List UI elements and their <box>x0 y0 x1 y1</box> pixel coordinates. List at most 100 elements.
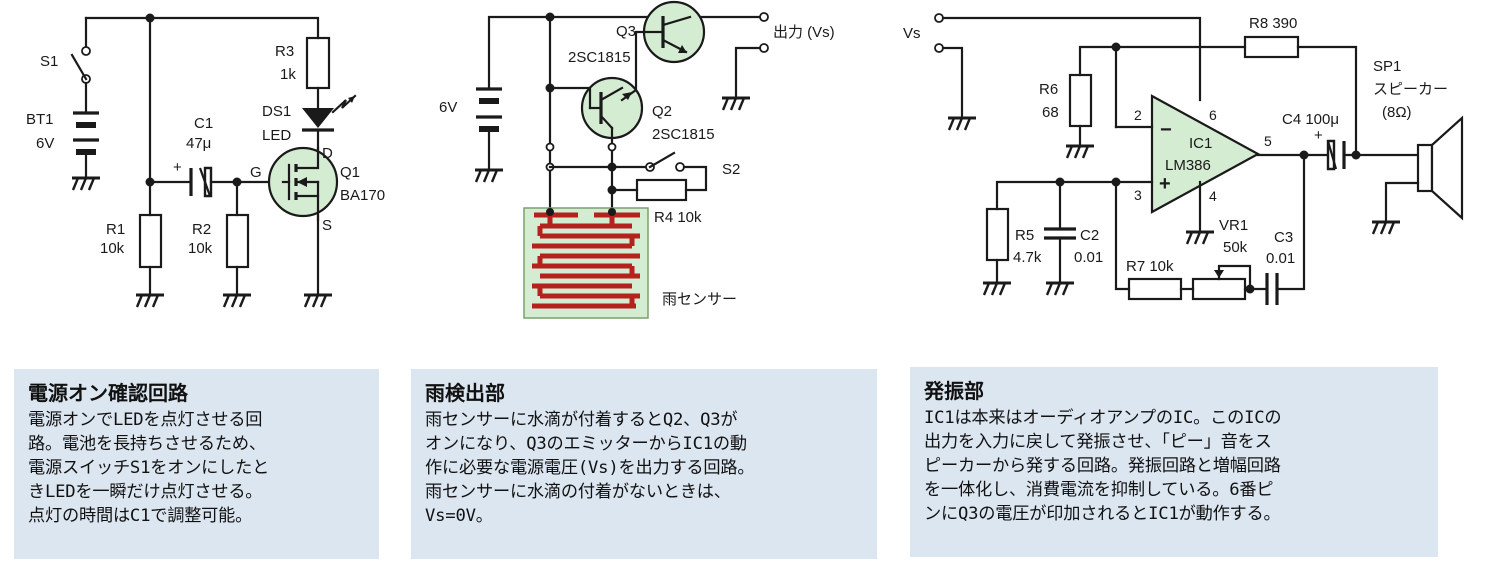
box-line: オンになり、Q3のエミッターからIC1の動 <box>425 434 747 454</box>
potentiometer-vr1 <box>1191 277 1247 301</box>
description-rain-detection: 雨検出部 雨センサーに水滴が付着するとQ2、Q3が オンになり、Q3のエミッター… <box>411 369 877 559</box>
switch-s2 <box>645 151 685 172</box>
box-line: 出力を入力に戻して発振させ、「ピー」音をス <box>924 432 1272 452</box>
label-vs: Vs <box>903 25 921 42</box>
label-6v: 6V <box>439 99 457 116</box>
label-drain: D <box>322 145 333 162</box>
label-noninverting: + <box>1159 173 1171 195</box>
resistor-r1 <box>138 213 163 269</box>
rain-sensor <box>523 207 649 319</box>
speaker-sp1 <box>1416 115 1464 221</box>
resistor-r6 <box>1068 73 1093 128</box>
label-c2: C2 <box>1080 227 1099 244</box>
box-line: ピーカーから発する回路。発振回路と増幅回路 <box>924 456 1281 476</box>
label-r8: R8 390 <box>1249 15 1297 32</box>
box-title: 雨検出部 <box>425 381 505 405</box>
label-led: LED <box>262 127 291 144</box>
capacitor-c4 <box>1326 139 1346 171</box>
resistor-r2 <box>225 213 250 269</box>
switch-s1 <box>70 46 91 84</box>
box-title: 電源オン確認回路 <box>28 381 188 405</box>
pin-5: 5 <box>1264 133 1272 149</box>
label-speaker: スピーカー <box>1373 81 1448 98</box>
label-r6-value: 68 <box>1042 104 1059 121</box>
label-lm386: LM386 <box>1165 157 1211 174</box>
schematic-diagram: S1 BT1 6V C1 47μ + R1 10k R2 10k R3 1k D… <box>26 0 1464 319</box>
label-c4: C4 100μ <box>1282 111 1339 128</box>
pin-4: 4 <box>1209 188 1217 204</box>
label-r1: R1 <box>106 221 125 238</box>
pin-3: 3 <box>1134 187 1142 203</box>
label-q2: Q2 <box>652 103 672 120</box>
label-q1: Q1 <box>340 164 360 181</box>
box-line: ンにQ3の電圧が印加されるとIC1が動作する。 <box>924 504 1281 524</box>
label-bt1-value: 6V <box>36 135 54 152</box>
label-q3: Q3 <box>616 23 636 40</box>
label-r1-value: 10k <box>100 240 125 257</box>
label-c3-value: 0.01 <box>1266 250 1295 267</box>
oscillator-circuit: Vs R8 390 R6 68 SP1 スピーカー (8Ω) 2 6 3 4 5… <box>903 13 1464 305</box>
label-s1: S1 <box>40 53 58 70</box>
label-sp1: SP1 <box>1373 58 1401 75</box>
label-c1-value: 47μ <box>186 135 211 152</box>
label-r5: R5 <box>1015 227 1034 244</box>
label-vr1: VR1 <box>1219 217 1248 234</box>
led-ds1 <box>302 94 357 132</box>
label-c4-plus: + <box>1314 127 1323 144</box>
label-source: S <box>322 217 332 234</box>
rain-detection-circuit: Q3 2SC1815 Q2 2SC1815 出力 (Vs) 6V S2 R4 1… <box>439 0 835 319</box>
label-r6: R6 <box>1039 81 1058 98</box>
label-inverting: − <box>1160 119 1172 141</box>
battery-bt1 <box>73 111 99 155</box>
label-ic1: IC1 <box>1189 135 1212 152</box>
label-rain-sensor: 雨センサー <box>662 291 737 308</box>
resistor-r4 <box>635 178 688 202</box>
box-line: 点灯の時間はC1で調整可能。 <box>28 506 253 526</box>
label-speaker-impedance: (8Ω) <box>1382 104 1412 121</box>
box-line: Vs=0V。 <box>425 506 493 526</box>
box-line: IC1は本来はオーディオアンプのIC。このICの <box>924 408 1282 428</box>
label-s2: S2 <box>722 161 740 178</box>
label-ds1: DS1 <box>262 103 291 120</box>
battery-6v <box>476 87 502 132</box>
mosfet-q1 <box>267 146 339 222</box>
box-line: きLEDを一瞬だけ点灯させる。 <box>28 482 263 502</box>
capacitor-c2 <box>1044 180 1076 285</box>
label-c1: C1 <box>194 115 213 132</box>
label-q2-value: 2SC1815 <box>652 126 715 143</box>
label-c2-value: 0.01 <box>1074 249 1103 266</box>
box-title: 発振部 <box>924 379 984 403</box>
label-q1-value: BA170 <box>340 187 385 204</box>
opamp-ic1 <box>1150 94 1261 234</box>
label-r5-value: 4.7k <box>1013 249 1042 266</box>
box-line: 路。電池を長持ちさせるため、 <box>28 434 266 454</box>
capacitor-c3 <box>1265 273 1279 305</box>
resistor-r5 <box>985 207 1010 262</box>
label-output: 出力 (Vs) <box>773 24 835 41</box>
box-line: 電源オンでLEDを点灯させる回 <box>28 410 263 430</box>
label-r4: R4 10k <box>654 209 702 226</box>
resistor-r7 <box>1127 277 1183 301</box>
pin-6: 6 <box>1209 107 1217 123</box>
label-c3: C3 <box>1274 229 1293 246</box>
label-r3-value: 1k <box>280 66 296 83</box>
box-line: 電源スイッチS1をオンにしたと <box>28 458 270 478</box>
box-line: 作に必要な電源電圧(Vs)を出力する回路。 <box>425 458 755 478</box>
description-power-on-check: 電源オン確認回路 電源オンでLEDを点灯させる回 路。電池を長持ちさせるため、 … <box>14 369 379 559</box>
box-line: 雨センサーに水滴が付着するとQ2、Q3が <box>425 410 738 430</box>
label-bt1: BT1 <box>26 111 54 128</box>
transistor-q3 <box>620 0 706 90</box>
pin-2: 2 <box>1134 107 1142 123</box>
label-q3-value: 2SC1815 <box>568 49 631 66</box>
power-on-check-circuit: S1 BT1 6V C1 47μ + R1 10k R2 10k R3 1k D… <box>26 13 385 309</box>
box-line: を一体化し、消費電流を抑制している。6番ピ <box>924 480 1274 500</box>
resistor-r8 <box>1243 35 1300 59</box>
label-c1-plus: + <box>173 159 182 176</box>
label-r2-value: 10k <box>188 240 213 257</box>
capacitor-c1 <box>189 166 213 198</box>
label-r3: R3 <box>275 43 294 60</box>
box-line: 雨センサーに水滴の付着がないときは、 <box>425 482 731 502</box>
description-oscillator: 発振部 IC1は本来はオーディオアンプのIC。このICの 出力を入力に戻して発振… <box>910 367 1438 557</box>
label-gate: G <box>250 164 262 181</box>
label-r2: R2 <box>192 221 211 238</box>
